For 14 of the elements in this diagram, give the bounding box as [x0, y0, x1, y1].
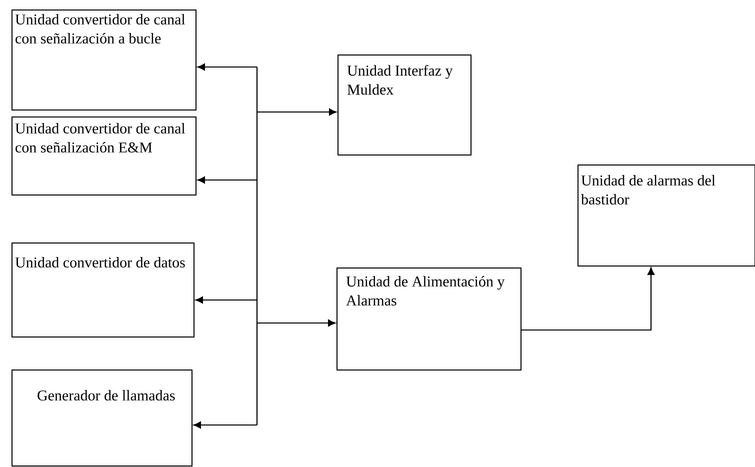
arrow: [257, 320, 336, 326]
arrow: [193, 422, 257, 428]
unit-box: Unidad de Alimentación y Alarmas: [336, 268, 522, 370]
unit-box: Unidad convertidor de canal con señalización a bucle: [12, 10, 196, 110]
unit-box: Unidad convertidor de canal con señalización E&M: [12, 116, 196, 196]
unit-box: Generador de llamadas: [12, 370, 192, 466]
unit-box: Unidad de alarmas del bastidor: [578, 164, 755, 266]
unit-box: Unidad Interfaz y Muldex: [338, 54, 472, 156]
arrow: [521, 267, 654, 331]
arrow: [197, 176, 257, 184]
arrow: [195, 296, 257, 304]
arrow: [197, 64, 257, 70]
arrow: [257, 108, 337, 116]
unit-box: Unidad convertidor de datos: [12, 242, 194, 338]
